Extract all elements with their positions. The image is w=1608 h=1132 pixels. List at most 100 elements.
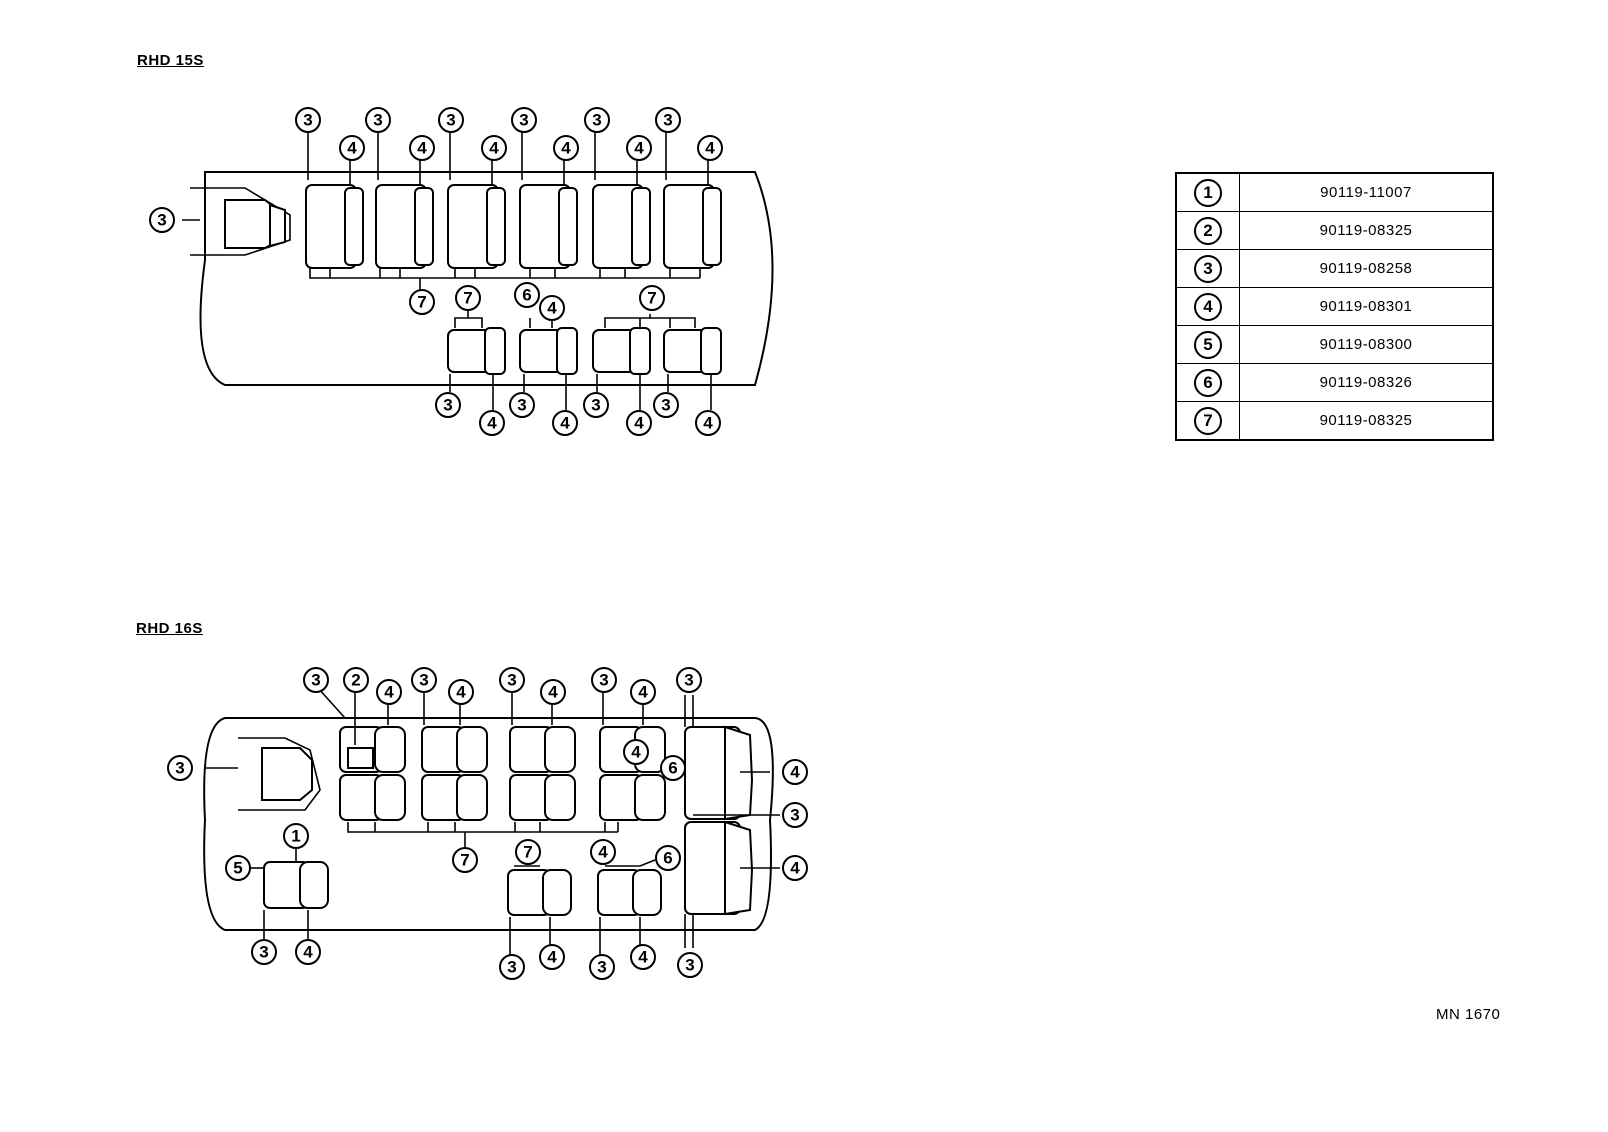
svg-text:7: 7 <box>417 293 426 312</box>
callout-3: 3 <box>303 667 329 693</box>
circled-number: 5 <box>1194 330 1222 359</box>
callouts-15s: 3 4 3 4 3 4 3 4 3 4 3 4 3 7 7 6 4 7 3 4 … <box>149 107 723 436</box>
callout-4: 4 <box>552 410 578 436</box>
svg-text:6: 6 <box>522 286 531 305</box>
rear-row-seats-15s <box>447 327 722 375</box>
seat-16s-f <box>507 869 572 916</box>
callout-2: 2 <box>343 667 369 693</box>
callout-5: 5 <box>225 855 251 881</box>
svg-text:3: 3 <box>157 211 166 230</box>
callout-3: 3 <box>251 939 277 965</box>
svg-text:3: 3 <box>507 671 516 690</box>
svg-text:4: 4 <box>790 859 800 878</box>
parts-table-row: 6 90119-08326 <box>1175 363 1494 402</box>
svg-text:4: 4 <box>487 414 497 433</box>
svg-text:3: 3 <box>599 671 608 690</box>
svg-text:3: 3 <box>175 759 184 778</box>
part-number-value: 90119-11007 <box>1239 172 1494 212</box>
seat-15s-r2-4 <box>663 327 722 375</box>
seat-15s-r1-6 <box>663 184 722 269</box>
svg-text:4: 4 <box>703 414 713 433</box>
part-number-value: 90119-08301 <box>1239 287 1494 326</box>
driver-seat-16s <box>238 737 321 811</box>
seat-16s-g <box>597 869 662 916</box>
callout-3: 3 <box>676 667 702 693</box>
seat-16s-b1 <box>421 726 488 773</box>
svg-text:4: 4 <box>631 743 641 762</box>
svg-text:4: 4 <box>456 683 466 702</box>
callout-3: 3 <box>499 667 525 693</box>
part-number-index: 1 <box>1175 172 1240 212</box>
leader-lines-15s <box>182 132 712 410</box>
svg-text:3: 3 <box>591 396 600 415</box>
rhd-15s-title: RHD 15S <box>137 52 204 69</box>
svg-text:3: 3 <box>373 111 382 130</box>
callout-3: 3 <box>583 392 609 418</box>
van-body-outline-15s <box>199 171 774 386</box>
circled-number: 3 <box>1194 254 1222 283</box>
front-seats-16s <box>339 726 666 821</box>
svg-text:4: 4 <box>547 948 557 967</box>
callout-4: 4 <box>553 135 579 161</box>
seat-16s-e <box>263 861 329 909</box>
seat-16s-box <box>347 747 374 769</box>
callout-4: 4 <box>376 679 402 705</box>
callout-4: 4 <box>481 135 507 161</box>
callout-7: 7 <box>515 839 541 865</box>
seat-16s-c1 <box>509 726 576 773</box>
callout-6: 6 <box>514 282 540 308</box>
callout-4: 4 <box>630 944 656 970</box>
callout-3: 3 <box>149 207 175 233</box>
seat-16s-a2 <box>339 774 406 821</box>
callout-4: 4 <box>539 944 565 970</box>
callout-3: 3 <box>435 392 461 418</box>
svg-text:3: 3 <box>663 111 672 130</box>
callout-4: 4 <box>626 135 652 161</box>
part-number-index: 7 <box>1175 401 1240 441</box>
seat-15s-r1-4 <box>519 184 578 269</box>
callout-3: 3 <box>411 667 437 693</box>
callout-4: 4 <box>295 939 321 965</box>
callout-4: 4 <box>697 135 723 161</box>
callout-4: 4 <box>626 410 652 436</box>
svg-text:3: 3 <box>507 958 516 977</box>
svg-text:7: 7 <box>460 851 469 870</box>
lower-seats-16s <box>263 861 662 916</box>
svg-text:3: 3 <box>790 806 799 825</box>
circled-number: 7 <box>1194 406 1222 435</box>
svg-text:3: 3 <box>446 111 455 130</box>
svg-text:3: 3 <box>419 671 428 690</box>
part-number-value: 90119-08258 <box>1239 249 1494 288</box>
callout-7: 7 <box>452 847 478 873</box>
seat-15s-r1-2 <box>375 184 434 269</box>
part-number-index: 5 <box>1175 325 1240 364</box>
van-body-outline-16s <box>203 717 774 931</box>
svg-text:4: 4 <box>548 683 558 702</box>
callout-3: 3 <box>167 755 193 781</box>
callout-4: 4 <box>782 855 808 881</box>
callout-3: 3 <box>655 107 681 133</box>
circled-number: 2 <box>1194 216 1222 245</box>
part-number-value: 90119-08326 <box>1239 363 1494 402</box>
svg-text:3: 3 <box>517 396 526 415</box>
callout-4: 4 <box>782 759 808 785</box>
callout-3: 3 <box>295 107 321 133</box>
svg-text:3: 3 <box>303 111 312 130</box>
seat-15s-r2-3 <box>592 327 651 375</box>
circled-number: 6 <box>1194 368 1222 397</box>
callout-3: 3 <box>653 392 679 418</box>
part-number-value: 90119-08300 <box>1239 325 1494 364</box>
svg-text:2: 2 <box>351 671 360 690</box>
callout-3: 3 <box>677 952 703 978</box>
svg-text:3: 3 <box>592 111 601 130</box>
svg-text:3: 3 <box>443 396 452 415</box>
svg-text:5: 5 <box>233 859 242 878</box>
part-number-index: 3 <box>1175 249 1240 288</box>
seat-15s-r1-3 <box>447 184 506 269</box>
rear-bench-16s <box>684 725 754 916</box>
callout-3: 3 <box>365 107 391 133</box>
reference-code: MN 1670 <box>1436 1006 1501 1023</box>
